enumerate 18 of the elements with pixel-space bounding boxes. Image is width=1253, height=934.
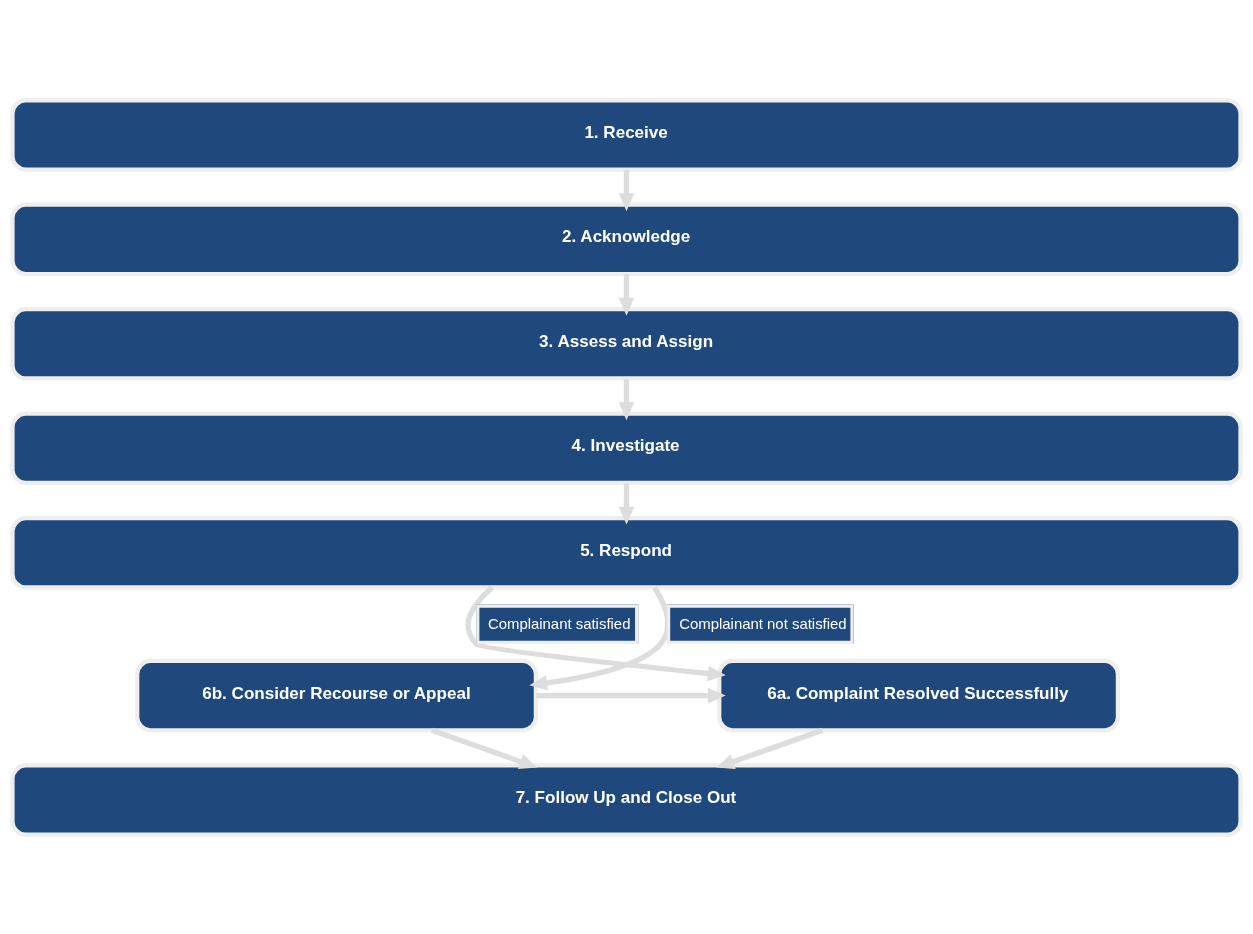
node-box: 6b. Consider Recourse or Appeal: [135, 658, 538, 732]
edge-label: Complainant satisfied: [487, 614, 631, 632]
node-box: 1. Receive: [10, 97, 1243, 172]
arrow: [465, 585, 726, 681]
arrow: [716, 727, 824, 769]
node-box: 7. Follow Up and Close Out: [10, 762, 1243, 837]
arrow: [618, 169, 635, 211]
arrow: [618, 482, 635, 525]
node-box: 3. Assess and Assign: [10, 306, 1243, 381]
arrow: [618, 378, 635, 420]
arrow: [431, 727, 538, 769]
arrow: [536, 687, 726, 703]
edge-label: Complainant not satisfied: [679, 614, 847, 632]
node-box: 5. Respond: [10, 515, 1243, 590]
node-box: 4. Investigate: [10, 411, 1243, 485]
node-box: 2. Acknowledge: [10, 202, 1243, 276]
node-box: 6a. Complaint Resolved Successfully: [717, 658, 1121, 732]
arrow: [618, 273, 635, 316]
